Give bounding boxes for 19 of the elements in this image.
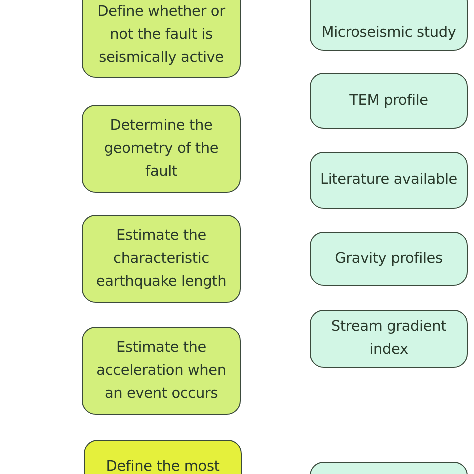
process-box bbox=[82, 215, 241, 303]
process-box bbox=[310, 0, 468, 51]
process-box bbox=[310, 73, 468, 129]
box-text: Define the most bbox=[106, 458, 220, 474]
process-box bbox=[310, 310, 468, 368]
process-box bbox=[310, 152, 468, 209]
process-box bbox=[82, 105, 241, 193]
box-text: Gravity profiles bbox=[335, 250, 443, 268]
box-text: Microseismic study bbox=[322, 24, 456, 43]
box-text: Estimate the acceleration when an event occurs bbox=[96, 338, 228, 404]
box-text: Stream gradient index bbox=[330, 318, 448, 360]
box-text: Estimate the characteristic earthquake length bbox=[95, 226, 228, 292]
process-box bbox=[82, 0, 241, 78]
box-text: Determine the geometry of the fault bbox=[103, 116, 220, 182]
process-box bbox=[82, 327, 241, 415]
process-box bbox=[310, 232, 468, 286]
box-text: Literature available bbox=[320, 171, 458, 190]
box-text: Define whether or not the fault is seismically active bbox=[96, 3, 227, 68]
box-text: TEM profile bbox=[350, 92, 428, 110]
